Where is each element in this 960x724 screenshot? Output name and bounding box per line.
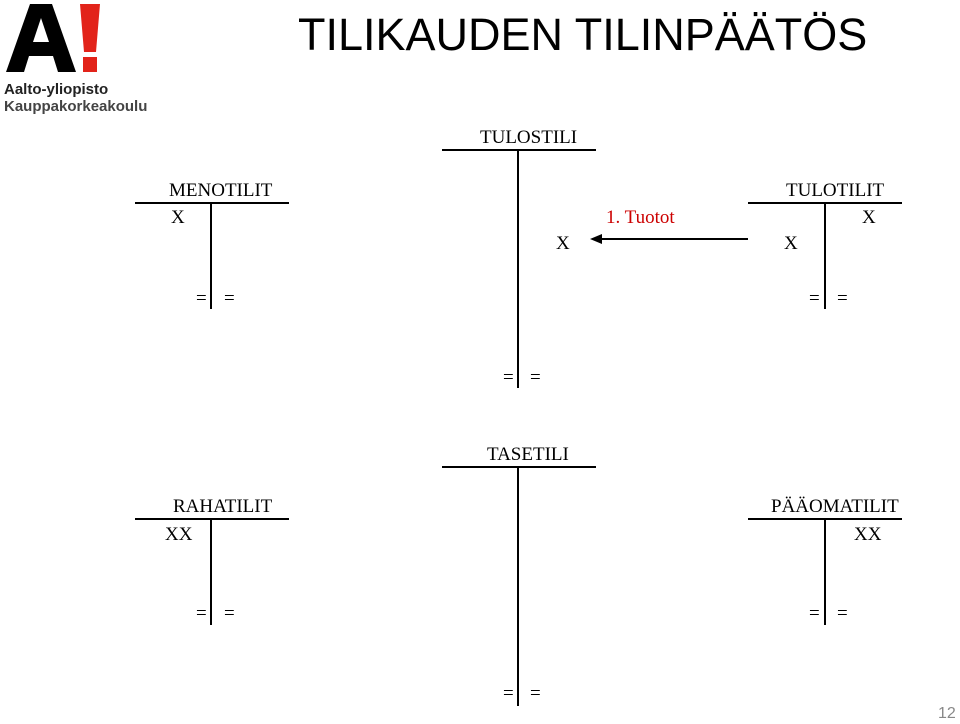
menotilit-eq-left: = (196, 288, 207, 309)
rahatilit-eq-right: = (224, 603, 235, 624)
tasetili-name: TASETILI (487, 444, 569, 465)
rahatilit-header-line (135, 518, 289, 520)
tulotilit-debit-entry: X (784, 233, 798, 254)
paaomatilit-credit-entry: XX (854, 524, 882, 545)
tulotilit-divider (824, 202, 826, 309)
tulostili-divider (517, 149, 519, 388)
rahatilit-divider (210, 518, 212, 625)
page-number: 12 (938, 705, 956, 722)
tulotilit-eq-right: = (837, 288, 848, 309)
menotilit-divider (210, 202, 212, 309)
tulotilit-eq-left: = (809, 288, 820, 309)
tulostili-header-line (442, 149, 596, 151)
tulostili-credit-entry: X (556, 233, 570, 254)
rahatilit-name: RAHATILIT (173, 496, 273, 517)
page-title: TILIKAUDEN TILINPÄÄTÖS (298, 9, 868, 60)
paaomatilit-eq-right: = (837, 603, 848, 624)
logo-line-2: Kauppakorkeakoulu (4, 98, 148, 115)
tulotilit-credit-entry: X (862, 207, 876, 228)
tulostili-eq-left: = (503, 367, 514, 388)
tasetili-eq-left: = (503, 683, 514, 704)
aalto-logo-mark-icon (6, 4, 100, 72)
tulostili-name: TULOSTILI (480, 127, 578, 148)
menotilit-name: MENOTILIT (169, 180, 273, 201)
tasetili-divider (517, 466, 519, 706)
tasetili-header-line (442, 466, 596, 468)
menotilit-debit-entry: X (171, 207, 185, 228)
tulotilit-name: TULOTILIT (786, 180, 885, 201)
logo-line-1: Aalto-yliopisto (4, 81, 109, 98)
menotilit-eq-right: = (224, 288, 235, 309)
paaomatilit-eq-left: = (809, 603, 820, 624)
transfer-arrow-icon (590, 234, 748, 244)
rahatilit-eq-left: = (196, 603, 207, 624)
tasetili-eq-right: = (530, 683, 541, 704)
menotilit-header-line (135, 202, 289, 204)
rahatilit-debit-entry: XX (165, 524, 193, 545)
transfer-label: 1. Tuotot (606, 207, 675, 228)
paaomatilit-name: PÄÄOMATILIT (771, 496, 899, 517)
aalto-logo: Aalto-yliopisto Kauppakorkeakoulu (4, 2, 164, 114)
paaomatilit-divider (824, 518, 826, 625)
tulostili-eq-right: = (530, 367, 541, 388)
